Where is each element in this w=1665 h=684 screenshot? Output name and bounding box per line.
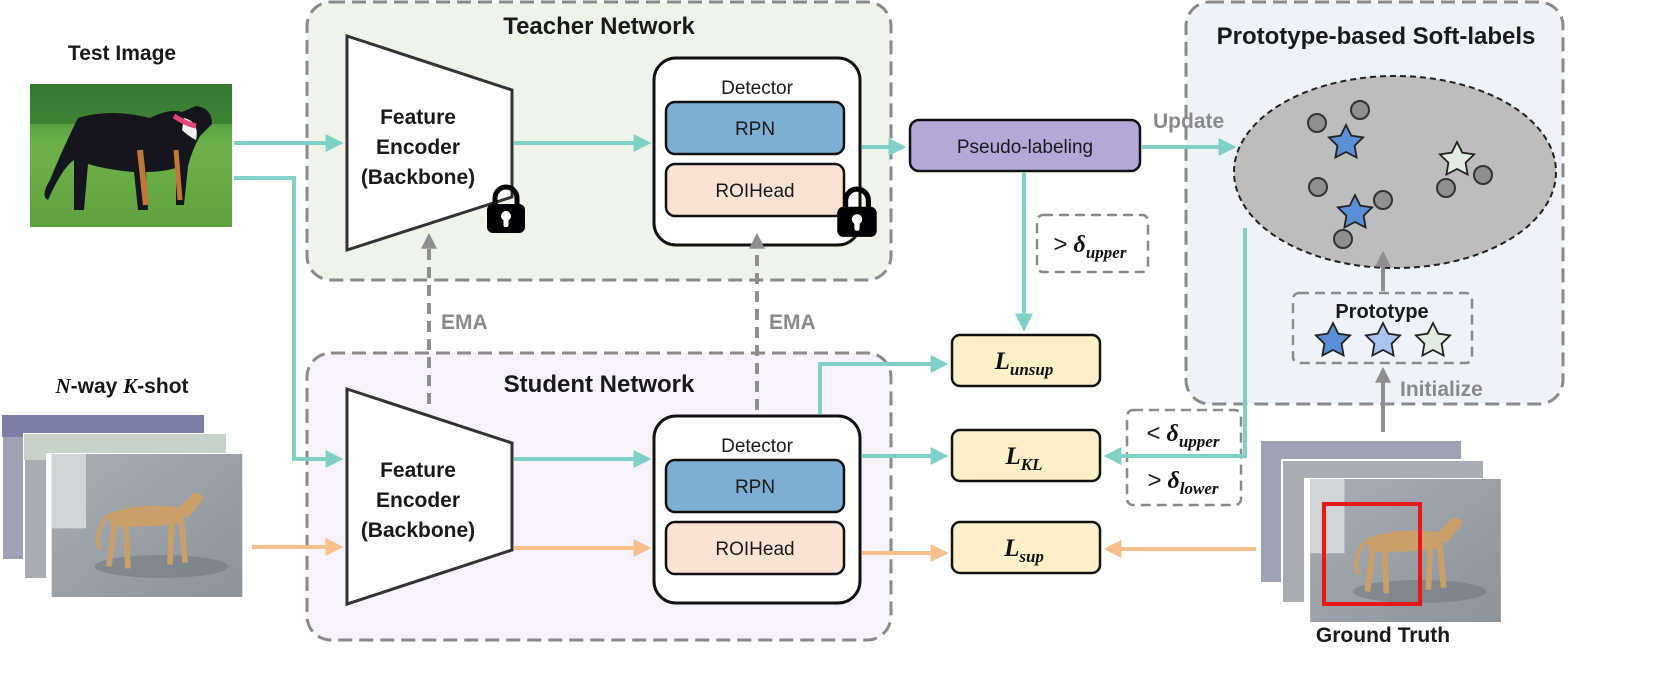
student-detector: Detector RPN ROIHead [652, 414, 862, 605]
rpn-label: RPN [735, 477, 775, 498]
ema-label-detector: EMA [769, 311, 816, 334]
star-icon [1437, 139, 1477, 177]
dot-icon [1436, 178, 1456, 198]
encoder-label-line2: Encoder [376, 136, 460, 159]
pseudo-labeling-label: Pseudo-labeling [957, 137, 1093, 158]
test-image-title: Test Image [68, 42, 176, 65]
prototype-box: Prototype [1291, 291, 1474, 365]
ground-truth-stack [1259, 439, 1507, 623]
dog-photo [52, 454, 243, 597]
initialize-label: Initialize [1400, 378, 1483, 401]
rpn-block [664, 100, 846, 156]
roihead-block [664, 520, 846, 576]
dot-icon [1308, 177, 1328, 197]
teacher-feature-encoder: Feature Encoder (Backbone) [345, 33, 525, 253]
svg-text:<δupper: <δupper [1147, 420, 1220, 451]
student-feature-encoder: Feature Encoder (Backbone) [345, 386, 514, 607]
svg-text:LKL: LKL [1004, 443, 1042, 474]
feature-stars [1326, 122, 1477, 230]
encoder-label-line3: (Backbone) [361, 166, 475, 189]
encoder-label-line1: Feature [380, 459, 456, 482]
support-images-stack [1, 414, 248, 598]
dot-icon [1373, 190, 1393, 210]
prototype-panel-title: Prototype-based Soft-labels [1217, 23, 1536, 50]
loss-sup: Lsup [950, 520, 1102, 575]
ground-truth-title: Ground Truth [1316, 624, 1450, 647]
encoder-label-line2: Encoder [376, 489, 460, 512]
teacher-detector: Detector RPN ROIHead [652, 56, 877, 247]
encoder-label-line3: (Backbone) [361, 519, 475, 542]
prototype-label: Prototype [1335, 301, 1428, 323]
star-icon [1313, 320, 1353, 358]
dot-icon [1473, 165, 1493, 185]
ema-label-encoder: EMA [441, 311, 488, 334]
roihead-block [664, 162, 846, 218]
loss-unsup: Lunsup [950, 333, 1102, 388]
teacher-network-title: Teacher Network [503, 13, 695, 40]
dog-photo [44, 106, 212, 210]
student-network-title: Student Network [504, 371, 695, 398]
svg-text:Lsup: Lsup [1003, 535, 1044, 566]
rpn-label: RPN [735, 119, 775, 140]
roihead-label: ROIHead [715, 181, 794, 202]
arrow-student-detector-to-loss-unsup [818, 355, 949, 414]
pseudo-labeling-block [908, 118, 1142, 173]
svg-text:Lunsup: Lunsup [994, 348, 1054, 379]
dot-icon [1333, 229, 1353, 249]
svg-text:>δlower: >δlower [1147, 467, 1218, 498]
star-icon [1413, 320, 1453, 358]
dot-icon [1307, 113, 1327, 133]
update-label: Update [1153, 110, 1224, 133]
n-way-k-shot-title: N-way K-shot [54, 374, 188, 398]
star-icon [1363, 320, 1403, 358]
threshold-upper-gt: >δupper [1035, 213, 1150, 274]
svg-text:>δupper: >δupper [1054, 231, 1127, 262]
bounding-box [1322, 502, 1422, 606]
dog-photo [1310, 479, 1501, 622]
star-icon [1335, 192, 1375, 230]
feature-space-ellipse [1233, 75, 1557, 269]
rpn-block [664, 458, 846, 514]
arrow-feature-space-to-loss-kl [1103, 228, 1247, 465]
arrow-image-to-student-encoder [234, 176, 344, 468]
dot-icon [1350, 100, 1370, 120]
feature-points [1307, 100, 1493, 249]
detector-title: Detector [721, 78, 793, 99]
detector-title: Detector [721, 436, 793, 457]
roihead-label: ROIHead [715, 539, 794, 560]
star-icon [1326, 122, 1366, 160]
encoder-label-line1: Feature [380, 106, 456, 129]
test-image-photo [30, 84, 232, 227]
loss-kl: LKL [950, 428, 1102, 483]
